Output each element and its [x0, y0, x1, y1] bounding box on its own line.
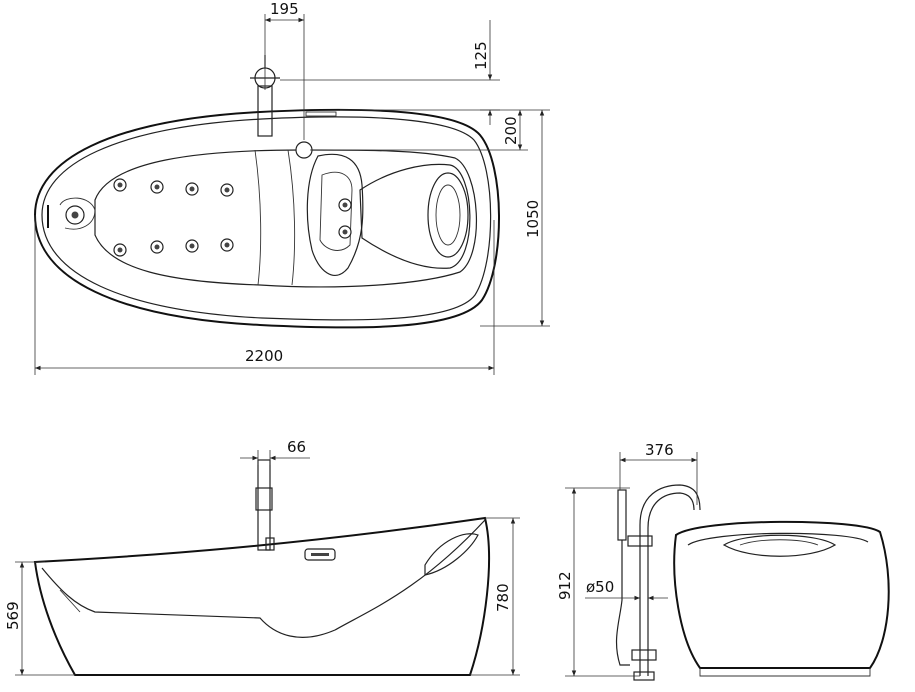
dim-label-376: 376	[645, 441, 674, 459]
dim-label-200: 200	[502, 116, 520, 145]
pillow	[306, 153, 364, 276]
side-view: 66 569 780	[4, 438, 520, 676]
dim-label-1050: 1050	[524, 200, 542, 238]
dim-label-195: 195	[270, 0, 299, 18]
dim-label-66: 66	[287, 438, 306, 456]
dim-label-569: 569	[4, 601, 22, 630]
jets	[113, 178, 234, 257]
top-view: 195 125 200 1050 2200	[33, 0, 550, 375]
tub-outline-end	[673, 520, 890, 669]
dim-label-2200: 2200	[245, 347, 283, 365]
dim-label-125: 125	[472, 41, 490, 70]
end-view: 376 912 ø50	[556, 441, 890, 681]
dim-label-780: 780	[494, 583, 512, 612]
faucet-top	[250, 55, 337, 159]
control-panel	[304, 548, 336, 561]
dim-label-912: 912	[556, 571, 574, 600]
dim-label-diameter: ø50	[586, 578, 614, 596]
headrest	[359, 163, 471, 269]
tub-outline-side	[33, 516, 490, 676]
basin-outline	[94, 149, 477, 288]
tub-outline-top	[33, 108, 500, 329]
faucet-end	[615, 484, 701, 681]
faucet-side	[255, 459, 275, 551]
